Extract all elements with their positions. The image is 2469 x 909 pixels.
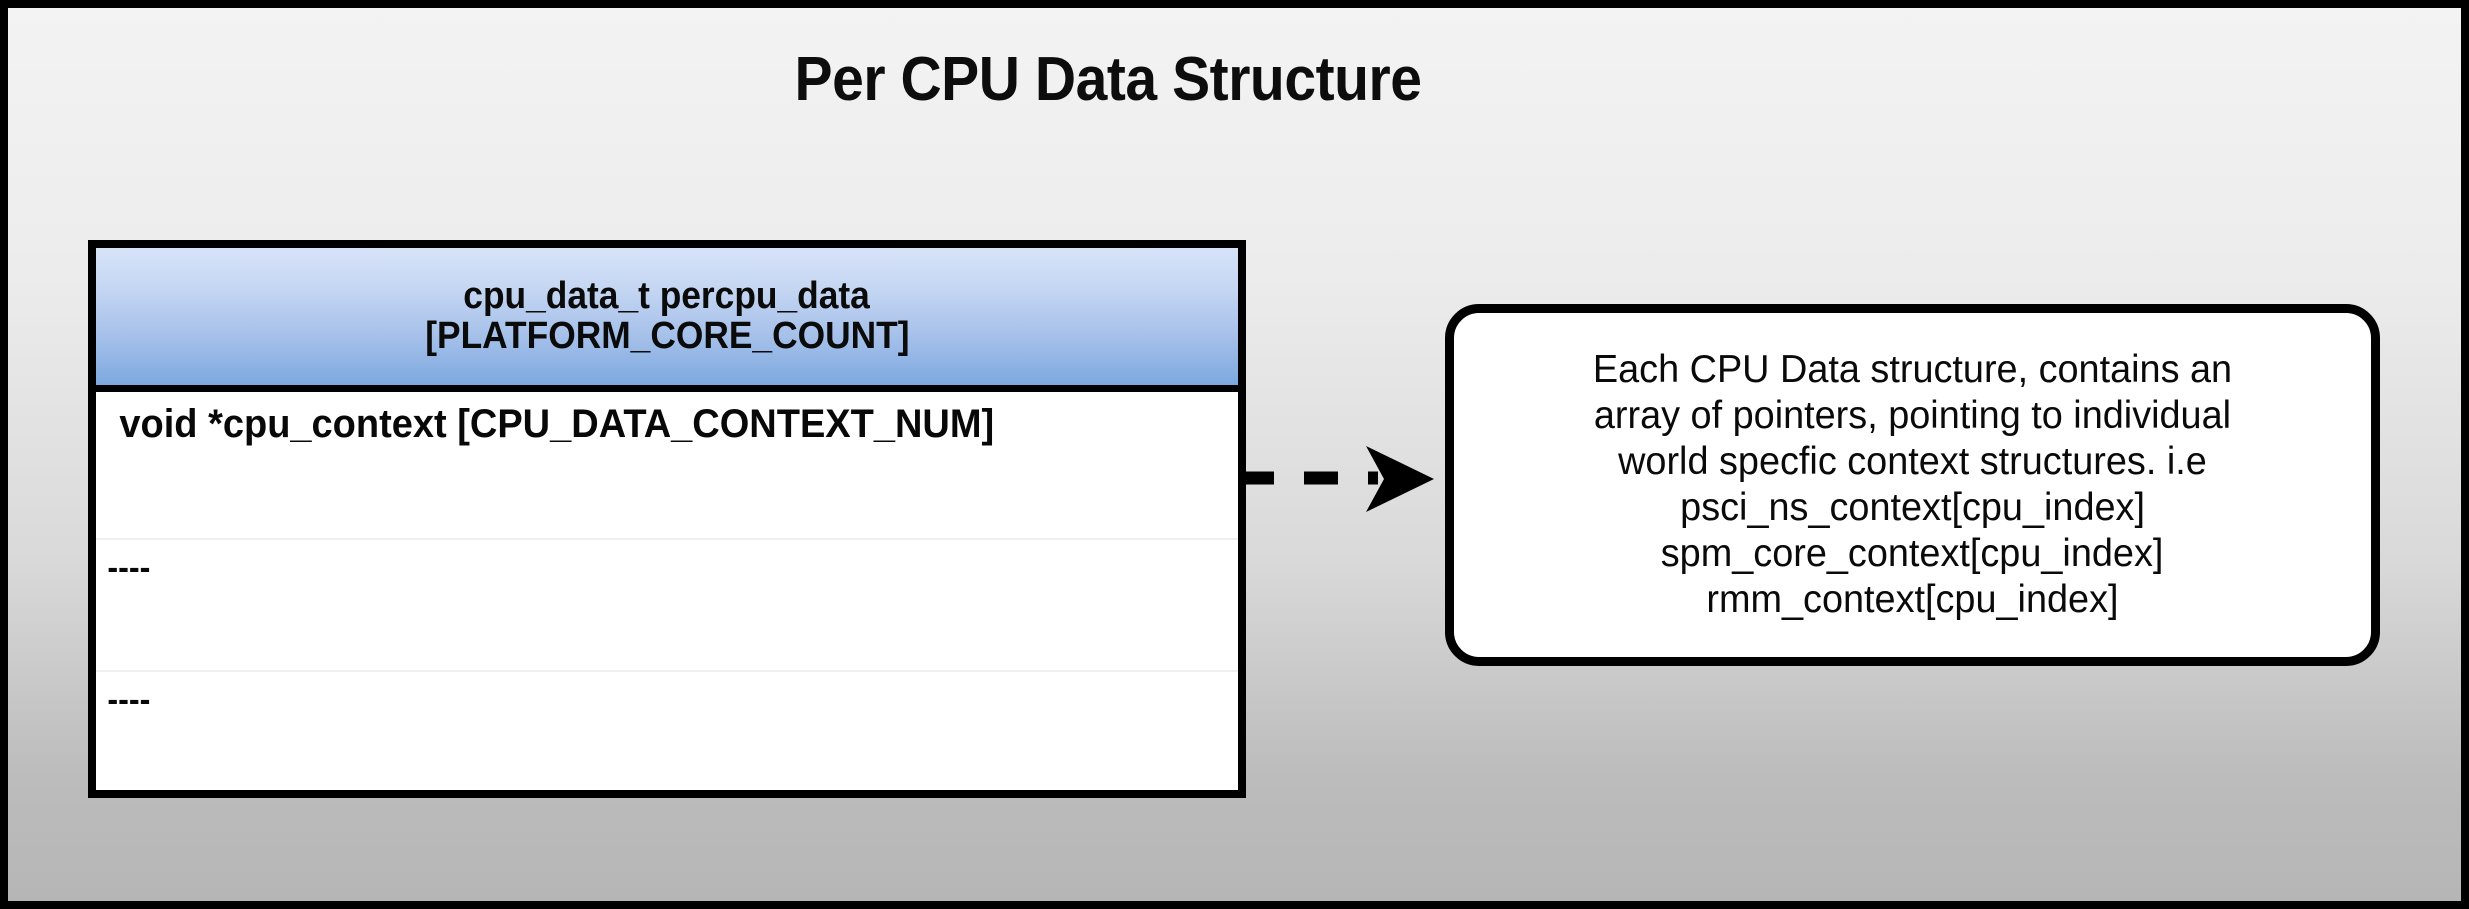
struct-field-cpu-context: void *cpu_context [CPU_DATA_CONTEXT_NUM] [119, 402, 995, 446]
callout-line-4: psci_ns_context[cpu_index] [1680, 486, 2145, 529]
struct-field-placeholder-1: ---- [107, 549, 151, 587]
page-title: Per CPU Data Structure [794, 45, 1422, 114]
table-row: ---- [96, 670, 1238, 800]
table-row: ---- [96, 538, 1238, 670]
callout-line-6: rmm_context[cpu_index] [1706, 578, 2119, 622]
slide-canvas: Per CPU Data Structure cpu_data_t percpu… [8, 8, 2461, 901]
struct-table-body: void *cpu_context [CPU_DATA_CONTEXT_NUM]… [96, 392, 1238, 800]
struct-table-header: cpu_data_t percpu_data [PLATFORM_CORE_CO… [96, 248, 1238, 392]
callout-line-2: array of pointers, pointing to individua… [1593, 393, 2232, 437]
struct-field-placeholder-2: ---- [107, 681, 151, 719]
dashed-arrow-icon [1240, 446, 1434, 512]
struct-header-line-1: cpu_data_t percpu_data [463, 274, 871, 317]
table-row: void *cpu_context [CPU_DATA_CONTEXT_NUM] [96, 392, 1238, 538]
callout-line-5: spm_core_context[cpu_index] [1661, 532, 2164, 576]
callout-line-3: world specfic context structures. i.e [1618, 439, 2207, 483]
callout-line-1: Each CPU Data structure, contains an [1592, 347, 2233, 391]
percpu-data-struct-table: cpu_data_t percpu_data [PLATFORM_CORE_CO… [88, 240, 1246, 798]
callout-note: Each CPU Data structure, contains an arr… [1445, 304, 2380, 666]
struct-header-line-2: [PLATFORM_CORE_COUNT] [424, 314, 910, 357]
